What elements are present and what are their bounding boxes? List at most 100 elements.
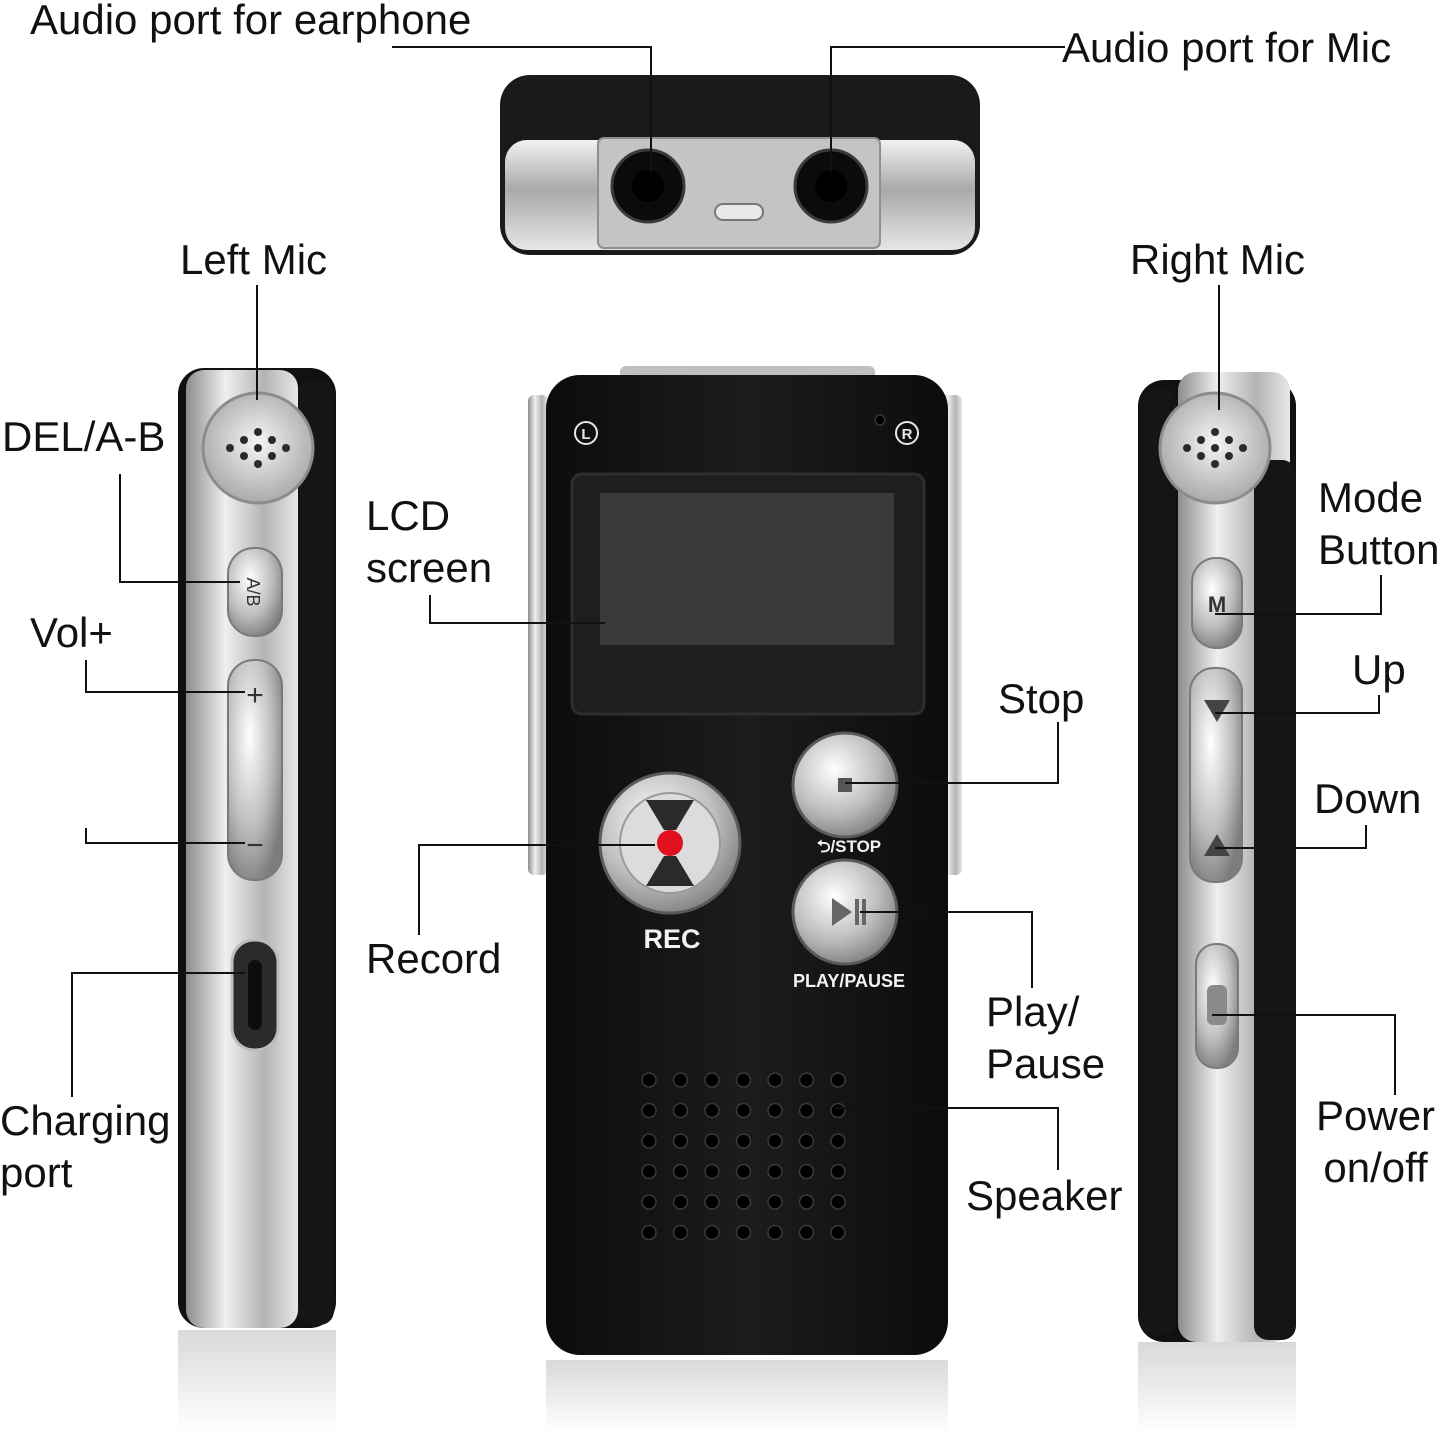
speaker-hole	[672, 1224, 689, 1241]
right-reflection	[1138, 1342, 1296, 1432]
speaker-hole	[641, 1133, 657, 1149]
stop-key-label: ⮌/STOP	[817, 837, 881, 856]
speaker-hole	[830, 1102, 846, 1119]
speaker-hole	[798, 1102, 815, 1119]
mode-key[interactable]	[1191, 557, 1243, 649]
speaker-hole	[641, 1194, 657, 1210]
speaker-hole	[798, 1194, 815, 1210]
leader-up	[1215, 695, 1380, 714]
speaker-grille	[641, 1072, 846, 1241]
left-badge: L	[581, 426, 590, 443]
speaker-hole	[735, 1133, 752, 1149]
leader-vol-plus	[85, 660, 245, 693]
label-down: Down	[1314, 775, 1422, 822]
speaker-hole	[704, 1224, 720, 1241]
ab-button[interactable]	[227, 547, 283, 637]
label-up: Up	[1352, 646, 1406, 693]
speaker-hole	[672, 1194, 689, 1210]
play-icon	[832, 898, 852, 926]
leader-mic-port	[830, 46, 1065, 172]
speaker-hole	[704, 1163, 720, 1180]
leader-down	[1215, 825, 1367, 849]
right-badge: R	[902, 426, 913, 443]
rec-label: REC	[643, 924, 700, 954]
left-side-view: A/B + −	[178, 368, 336, 1432]
speaker-hole	[767, 1072, 783, 1088]
volume-rocker[interactable]	[227, 659, 283, 881]
speaker-hole	[735, 1072, 752, 1088]
label-right-mic: Right Mic	[1130, 236, 1306, 283]
speaker-hole	[735, 1102, 752, 1119]
speaker-hole	[672, 1133, 689, 1149]
speaker-hole	[735, 1224, 752, 1241]
speaker-hole	[704, 1194, 720, 1210]
label-lcd-screen: LCD screen	[366, 492, 493, 591]
left-reflection	[178, 1330, 336, 1432]
front-view: L R REC ⮌/STOP PLAY/PAUSE	[528, 366, 962, 1432]
vol-minus-icon: −	[246, 829, 264, 862]
top-slot	[714, 203, 764, 221]
speaker-hole	[672, 1102, 689, 1119]
speaker-hole	[798, 1163, 815, 1180]
label-audio-port-earphone: Audio port for earphone	[30, 0, 472, 43]
down-icon	[1204, 834, 1230, 856]
speaker-hole	[830, 1133, 846, 1149]
label-mode-button: Mode Button	[1318, 474, 1440, 573]
speaker-hole	[641, 1224, 657, 1241]
speaker-hole	[704, 1072, 720, 1088]
leader-stop	[845, 722, 1059, 784]
leader-power	[1212, 1014, 1396, 1095]
leader-del-ab	[119, 474, 240, 583]
leader-vol-minus	[85, 828, 245, 844]
speaker-hole	[830, 1072, 846, 1088]
speaker-hole	[830, 1224, 846, 1241]
up-icon	[1204, 700, 1230, 722]
label-record: Record	[366, 935, 502, 982]
leader-record	[418, 844, 655, 935]
speaker-hole	[767, 1133, 783, 1149]
label-del-ab: DEL/A-B	[2, 413, 166, 460]
leader-charging	[71, 972, 245, 1097]
label-stop: Stop	[998, 675, 1085, 722]
mode-key-text: M	[1208, 592, 1226, 617]
speaker-hole	[798, 1072, 815, 1088]
leader-lines	[71, 46, 1396, 1170]
speaker-hole	[767, 1194, 783, 1210]
speaker-hole	[767, 1224, 783, 1241]
speaker-hole	[672, 1163, 689, 1180]
up-down-rocker[interactable]	[1189, 667, 1243, 883]
label-speaker: Speaker	[966, 1172, 1123, 1219]
leader-mode	[1215, 575, 1382, 615]
speaker-hole	[641, 1163, 657, 1180]
front-side-rail-left	[528, 395, 548, 875]
label-play-pause: Play/ Pause	[986, 988, 1106, 1087]
lcd-screen	[600, 493, 894, 645]
speaker-hole	[704, 1102, 720, 1119]
speaker-hole	[798, 1224, 815, 1241]
front-reflection	[546, 1360, 948, 1432]
speaker-hole	[798, 1133, 815, 1149]
label-vol-plus: Vol+	[30, 609, 113, 656]
label-audio-port-mic: Audio port for Mic	[1062, 24, 1392, 71]
speaker-hole	[735, 1194, 752, 1210]
play-pause-key-label: PLAY/PAUSE	[793, 971, 905, 991]
leader-earphone	[392, 46, 652, 172]
speaker-hole	[830, 1194, 846, 1210]
ab-key-text: A/B	[243, 577, 263, 606]
speaker-hole	[767, 1163, 783, 1180]
speaker-hole	[704, 1133, 720, 1149]
label-charging-port: Charging port	[0, 1097, 171, 1196]
record-dot	[657, 830, 683, 856]
speaker-hole	[641, 1102, 657, 1119]
leader-lcd	[429, 595, 605, 624]
label-left-mic: Left Mic	[180, 236, 328, 283]
speaker-hole	[735, 1163, 752, 1180]
speaker-hole	[641, 1072, 657, 1088]
speaker-hole	[830, 1163, 846, 1180]
leader-play-pause	[860, 911, 1033, 988]
speaker-hole	[672, 1072, 689, 1088]
top-view	[500, 75, 980, 255]
left-mic-grille	[226, 428, 290, 468]
right-mic-grille	[1183, 428, 1247, 468]
vol-plus-icon: +	[246, 679, 264, 712]
